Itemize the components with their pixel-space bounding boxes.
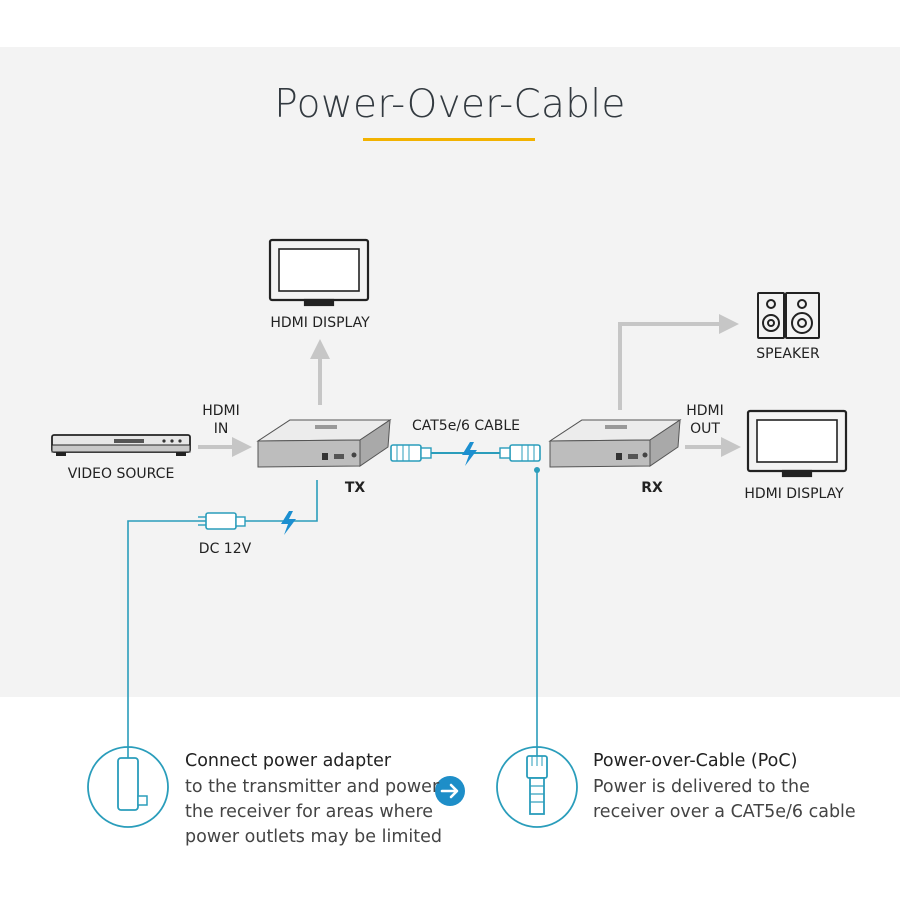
footer-right-body: Power is delivered to the receiver over …: [593, 775, 856, 825]
footer-left-line: to the transmitter and power: [185, 777, 440, 797]
cable-power-bolt-icon: [462, 442, 477, 466]
speaker-icon: [757, 292, 820, 339]
tx-label: TX: [344, 480, 366, 496]
cable-tap-dot: [534, 467, 540, 473]
cat-cable-icon: [390, 444, 541, 462]
power-adapter-icon: [87, 746, 169, 828]
footer-right-heading: Power-over-Cable (PoC): [593, 751, 798, 771]
footer-left-line: power outlets may be limited: [185, 827, 442, 847]
hdmi-display-top-label: HDMI DISPLAY: [270, 315, 370, 331]
hdmi-out-label: HDMI OUT: [686, 403, 724, 437]
power-lines: [127, 470, 538, 747]
arrow-right-circle-icon: [435, 776, 465, 806]
diagram-background: [0, 47, 900, 697]
hdmi-display-right-icon: [746, 409, 848, 478]
dc-label: DC 12V: [198, 541, 252, 557]
footer-left-body: to the transmitter and power the receive…: [185, 775, 442, 850]
speaker-label: SPEAKER: [756, 346, 820, 362]
rx-device-icon: [548, 419, 682, 468]
dc-adapter-icon: [198, 512, 246, 530]
footer-left-line: the receiver for areas where: [185, 802, 434, 822]
rx-label: RX: [641, 480, 663, 496]
title-underline: [363, 138, 535, 141]
page-title: Power-Over-Cable: [274, 82, 626, 127]
hdmi-in-label: HDMI IN: [202, 403, 240, 437]
arrow-rx-to-speaker: [618, 314, 739, 410]
footer-right-line: Power is delivered to the: [593, 777, 810, 797]
video-source-icon: [51, 434, 191, 456]
footer-left-heading: Connect power adapter: [185, 751, 392, 771]
signal-arrows: [198, 314, 741, 457]
cable-label: CAT5e/6 CABLE: [411, 418, 520, 434]
video-source-label: VIDEO SOURCE: [67, 466, 175, 482]
tx-device-icon: [256, 419, 392, 468]
footer-right-line: receiver over a CAT5e/6 cable: [593, 802, 856, 822]
hdmi-display-top-icon: [268, 238, 370, 307]
hdmi-display-right-label: HDMI DISPLAY: [744, 486, 844, 502]
dc-power-bolt-icon: [281, 511, 296, 535]
rj45-plug-icon: [496, 746, 578, 828]
